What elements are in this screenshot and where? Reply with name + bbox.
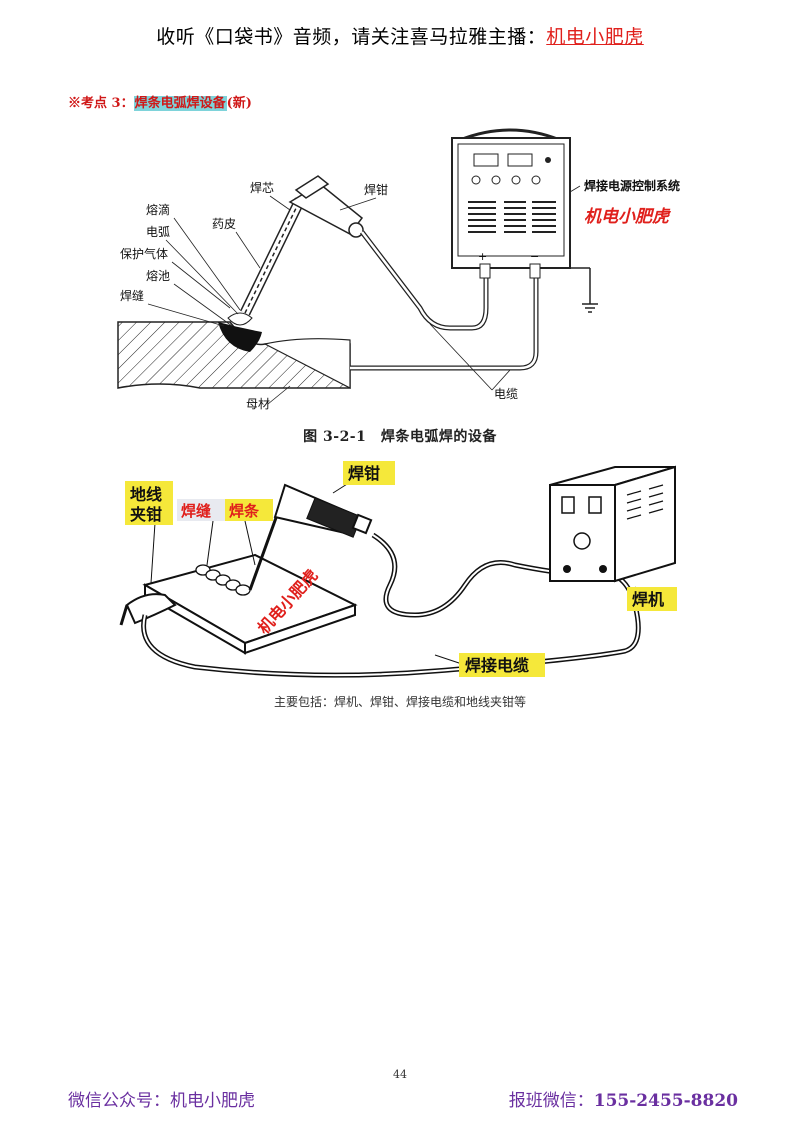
label-machine-box: 焊机 (627, 587, 677, 611)
welding-holder (273, 483, 373, 538)
label-core: 焊芯 (250, 180, 274, 195)
cable-to-holder-inner (361, 231, 488, 330)
label-ground-2: 夹钳 (130, 505, 162, 524)
figure1-caption: 图 3-2-1 焊条电弧焊的设备 (303, 429, 497, 445)
weld-pool (218, 322, 262, 352)
label-coating: 药皮 (212, 217, 236, 231)
electrode-rod (240, 197, 305, 316)
figure2-caption: 主要包括：焊机、焊钳、焊接电缆和地线夹钳等 (273, 695, 526, 709)
page-header: 收听《口袋书》音频，请关注喜马拉雅主播：机电小肥虎 (0, 22, 800, 49)
figure1-diagram: 焊芯 焊钳 熔滴 药皮 电弧 保护气体 熔池 焊缝 焊接电源控制系统 + − 电… (117, 128, 680, 411)
footer-contact-number: 155-2455-8820 (593, 1091, 738, 1111)
header-author: 机电小肥虎 (546, 26, 644, 48)
label-power-control: 焊接电源控制系统 (584, 178, 680, 193)
label-holder: 焊钳 (364, 182, 388, 197)
label-base-metal: 母材 (246, 397, 270, 411)
label-seam: 焊缝 (181, 502, 211, 520)
workpiece (142, 553, 358, 655)
page-number: 44 (393, 1068, 407, 1081)
weld-bead (195, 564, 251, 596)
label-cable-box: 焊接电缆 (459, 653, 545, 677)
footer-wechat-account: 微信公众号：机电小肥虎 (68, 1091, 255, 1111)
figure1-watermark: 机电小肥虎 (584, 207, 672, 227)
label-rod-box: 焊条 (225, 499, 273, 521)
arc-shape (227, 312, 253, 326)
footer-contact-label: 报班微信： (508, 1091, 594, 1111)
label-seam-box: 焊缝 (177, 499, 225, 521)
label-arc: 电弧 (146, 225, 170, 239)
label-droplet: 熔滴 (146, 202, 170, 217)
label-holder-box: 焊钳 (343, 461, 395, 485)
label-seam: 焊缝 (120, 288, 144, 303)
label-shield-gas: 保护气体 (120, 246, 168, 261)
section-suffix: (新) (226, 96, 252, 111)
base-metal-right (263, 338, 351, 389)
section-title: ※考点 3：焊条电弧焊设备(新) (68, 92, 252, 111)
label-ground-1: 地线 (130, 485, 162, 504)
welding-machine (549, 465, 676, 583)
label-holder: 焊钳 (348, 464, 380, 483)
label-cable: 电缆 (494, 387, 518, 401)
cable-to-base-inner (350, 268, 538, 370)
welding-rod (248, 514, 279, 591)
label-pool: 熔池 (146, 268, 170, 283)
cable-to-base (350, 268, 539, 371)
section-highlight: 焊条电弧焊设备 (133, 96, 227, 111)
electrode-holder (288, 175, 364, 238)
power-supply (451, 128, 598, 313)
section-prefix: ※考点 3： (68, 96, 134, 111)
label-rod: 焊条 (229, 502, 260, 520)
figure2-illustration: 焊钳 地线 夹钳 焊缝 焊条 焊机 焊接电缆 机电小肥虎 (119, 461, 677, 678)
label-machine: 焊机 (632, 590, 664, 609)
ground-clamp (119, 593, 177, 626)
label-minus: − (530, 250, 539, 263)
header-text: 收听《口袋书》音频，请关注喜马拉雅主播： (156, 26, 547, 48)
cable-holder-inner (372, 534, 571, 617)
label-plus: + (478, 250, 487, 263)
label-ground-box: 地线 夹钳 (125, 481, 173, 525)
footer-contact: 报班微信：155-2455-8820 (509, 1086, 738, 1111)
label-cable: 焊接电缆 (465, 656, 529, 675)
cable-holder (371, 532, 571, 618)
